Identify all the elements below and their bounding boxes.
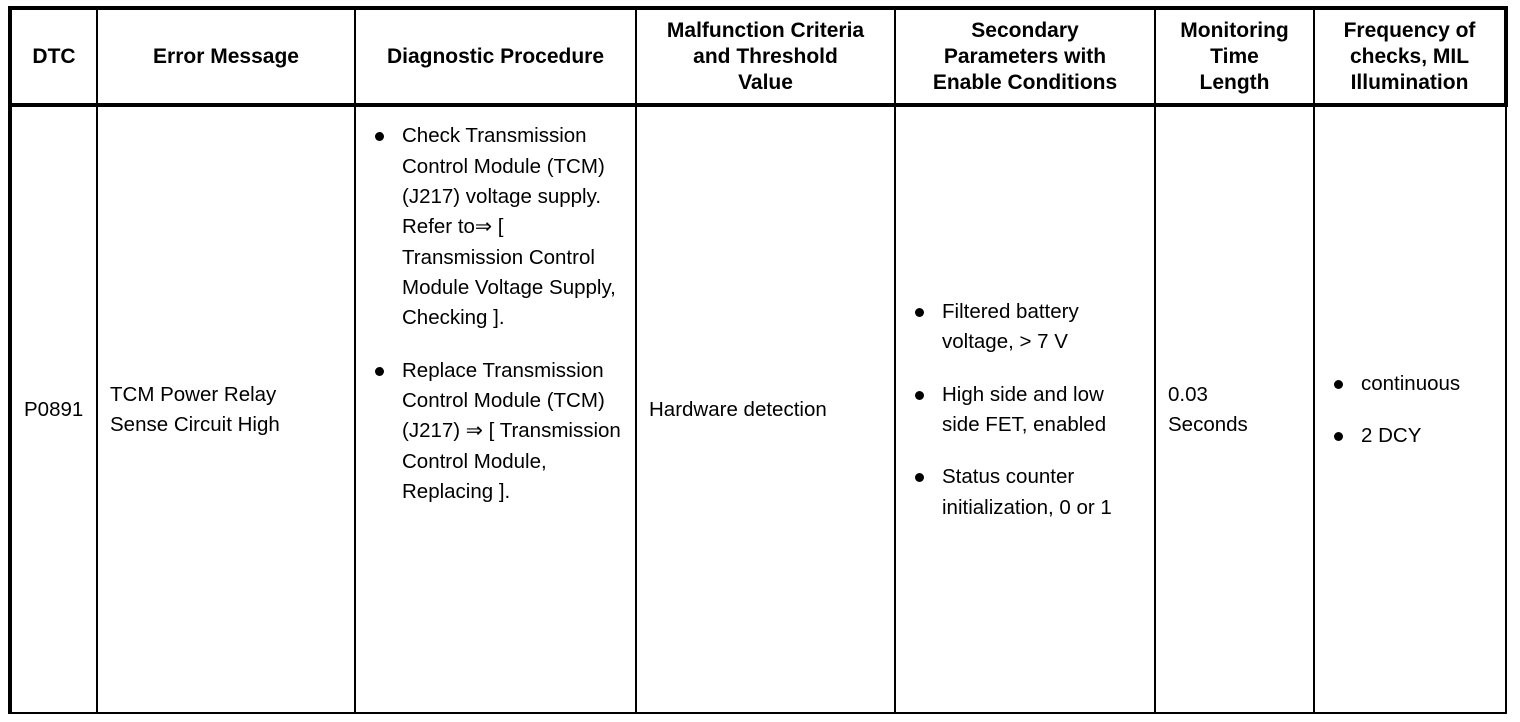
secondary-parameters-list: Filtered battery voltage, > 7 V High sid… (908, 297, 1142, 523)
column-header-error-message: Error Message (96, 5, 356, 108)
list-item: 2 DCY (1327, 421, 1493, 451)
table-body: P0891 TCM Power Relay Sense Circuit High… (8, 105, 1507, 715)
dtc-diagnostic-table: DTC Error Message Diagnostic Procedure M… (8, 5, 1508, 715)
list-item: Replace Transmission Control Module (TCM… (368, 356, 623, 508)
cell-frequency-of-checks: continuous 2 DCY (1313, 105, 1507, 715)
diagnostic-procedure-list: Check Transmission Control Module (TCM) … (368, 121, 623, 507)
list-item: Status counter initialization, 0 or 1 (908, 462, 1142, 523)
table-header-row: DTC Error Message Diagnostic Procedure M… (8, 5, 1508, 108)
cell-dtc-code: P0891 (8, 105, 98, 715)
frequency-of-checks-list: continuous 2 DCY (1327, 369, 1493, 452)
cell-monitoring-time-length: 0.03 Seconds (1154, 105, 1315, 715)
cell-secondary-parameters: Filtered battery voltage, > 7 V High sid… (894, 105, 1156, 715)
list-item: Check Transmission Control Module (TCM) … (368, 121, 623, 333)
cell-error-message: TCM Power Relay Sense Circuit High (96, 105, 356, 715)
document-page: DTC Error Message Diagnostic Procedure M… (0, 5, 1520, 722)
column-header-dtc: DTC (8, 5, 98, 108)
column-header-diagnostic-procedure: Diagnostic Procedure (354, 5, 637, 108)
cell-diagnostic-procedure: Check Transmission Control Module (TCM) … (354, 105, 637, 715)
column-header-secondary-parameters: Secondary Parameters with Enable Conditi… (894, 5, 1156, 108)
column-header-monitoring-time-length: Monitoring Time Length (1154, 5, 1315, 108)
cell-malfunction-criteria: Hardware detection (635, 105, 896, 715)
table-row: P0891 TCM Power Relay Sense Circuit High… (8, 105, 1507, 715)
list-item: continuous (1327, 369, 1493, 399)
column-header-malfunction-criteria: Malfunction Criteria and Threshold Value (635, 5, 896, 108)
table-header: DTC Error Message Diagnostic Procedure M… (8, 5, 1508, 108)
list-item: High side and low side FET, enabled (908, 380, 1142, 441)
list-item: Filtered battery voltage, > 7 V (908, 297, 1142, 358)
column-header-frequency-of-checks: Frequency of checks, MIL Illumination (1313, 5, 1508, 108)
